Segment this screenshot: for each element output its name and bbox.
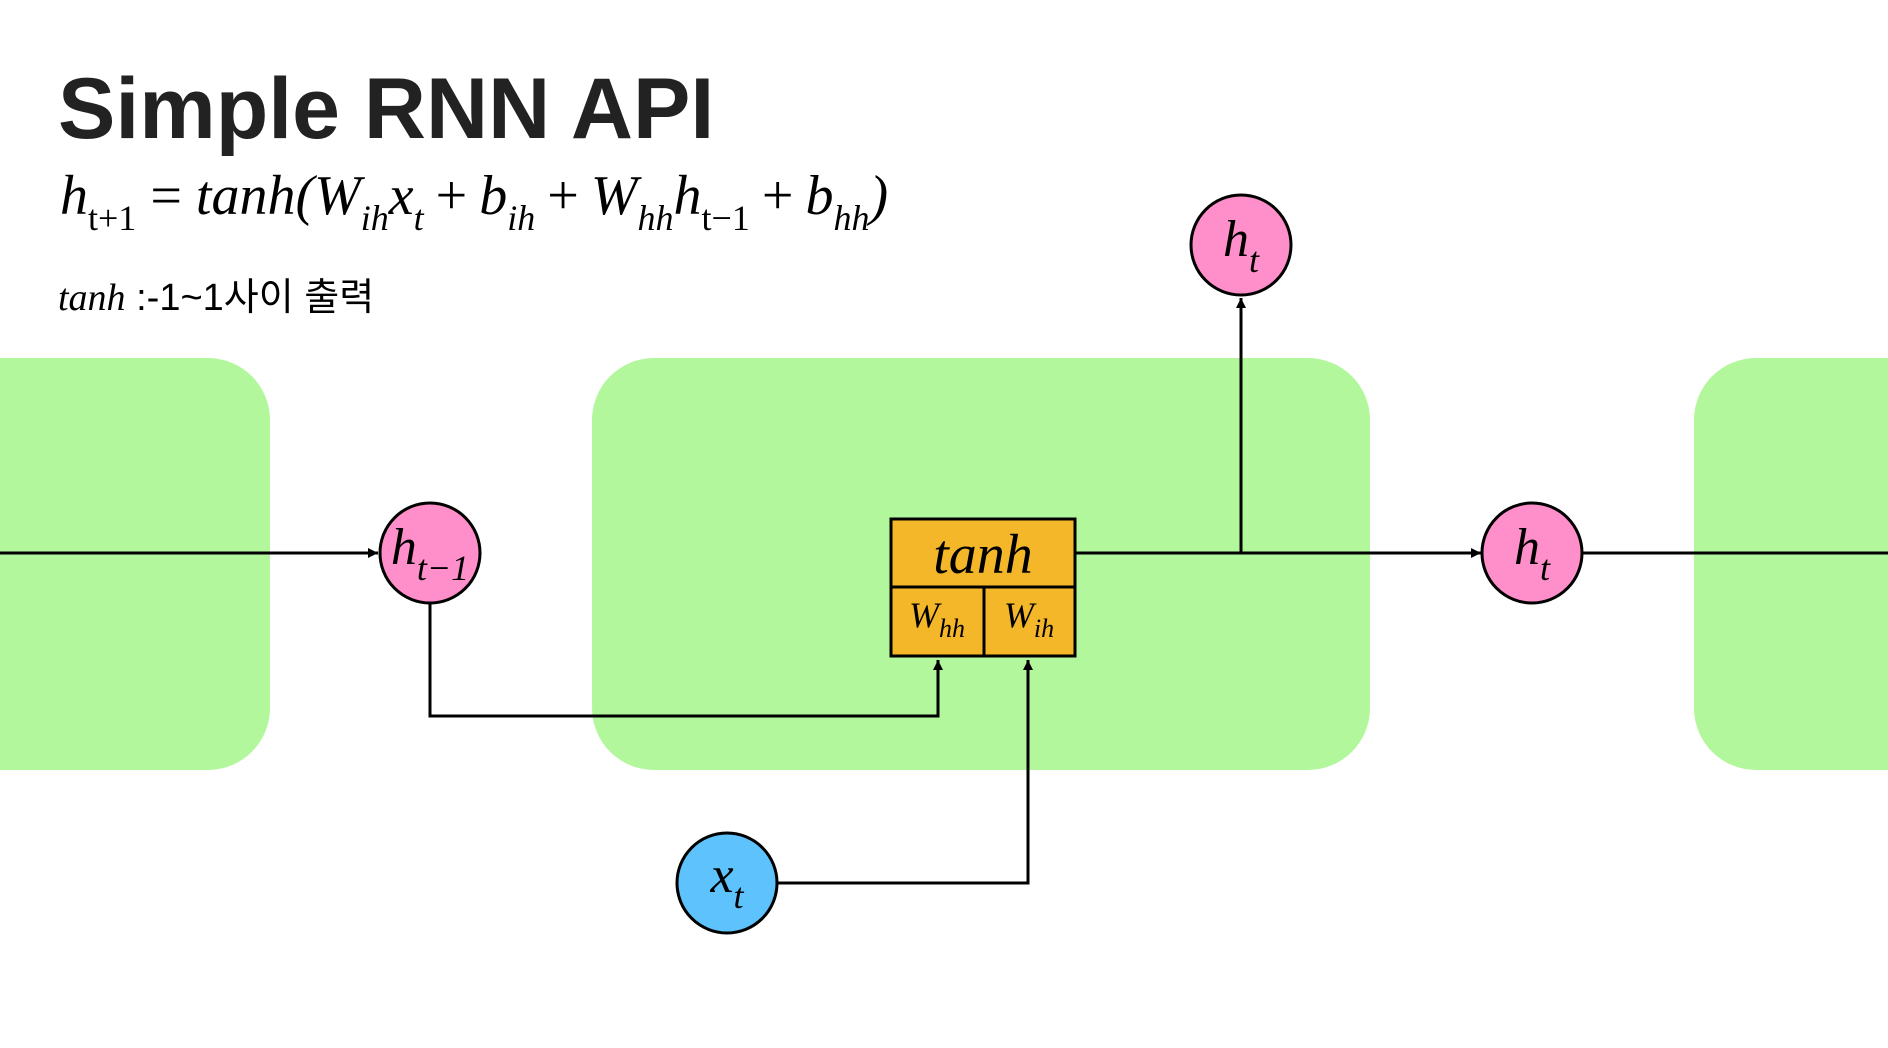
x-input-circle — [675, 831, 779, 935]
eq-w-hh: W — [591, 165, 642, 227]
h-prev-sub: t−1 — [417, 548, 469, 588]
tanh-note: tanh :-1~1사이 출력 — [58, 277, 374, 319]
h-out-top-label: ht — [1223, 211, 1260, 280]
w-ih-label: Wih — [1004, 595, 1054, 643]
h-prev-node: ht−1 — [378, 501, 482, 605]
h-out-right-node: ht — [1480, 501, 1584, 605]
eq-b-hh-sub: hh — [833, 198, 869, 238]
eq-b-hh: b — [805, 165, 833, 227]
w-hh-main: W — [909, 595, 942, 635]
eq-w-ih: W — [314, 165, 365, 227]
h-out-right-sub: t — [1540, 548, 1551, 588]
eq-x: x — [388, 165, 414, 227]
tanh-block-header — [889, 517, 1077, 589]
eq-w-hh-sub: hh — [638, 198, 674, 238]
eq-b-ih: b — [479, 165, 507, 227]
eq-b-ih-sub: ih — [507, 198, 535, 238]
eq-lhs-sub: t+1 — [88, 198, 136, 238]
eq-x-sub: t — [414, 198, 425, 238]
h-prev-circle — [378, 501, 482, 605]
h-out-top-circle — [1189, 193, 1293, 297]
x-input-label: xt — [709, 847, 744, 916]
h-out-right-main: h — [1514, 519, 1540, 576]
w-ih-sub: ih — [1034, 614, 1054, 643]
eq-close: ) — [866, 165, 888, 227]
eq-w-ih-sub: ih — [361, 198, 389, 238]
h-prev-to-w-hh-connector — [428, 603, 943, 718]
eq-equals: = — [150, 165, 182, 227]
x-input-node: xt — [675, 831, 779, 935]
tanh-note-text: :-1~1사이 출력 — [126, 277, 375, 319]
x-input-main: x — [709, 847, 733, 904]
w-ih-cell — [982, 585, 1077, 658]
h-out-top-main: h — [1223, 211, 1249, 268]
w-ih-main: W — [1004, 595, 1037, 635]
h-out-right-label: ht — [1514, 519, 1551, 588]
h-out-right-circle — [1480, 501, 1584, 605]
h-prev-label: ht−1 — [391, 519, 469, 588]
tanh-block: tanh Whh Wih — [889, 517, 1077, 658]
eq-plus-3: + — [762, 165, 794, 227]
rnn-cell-next — [1694, 358, 1888, 770]
w-hh-cell — [889, 585, 986, 658]
equation: ht+1=tanh(Wihxt+bih+Whhht−1+bhh) — [60, 165, 888, 238]
eq-lhs: h — [60, 165, 88, 227]
w-hh-label: Whh — [909, 595, 965, 643]
eq-plus-1: + — [436, 165, 468, 227]
w-hh-sub: hh — [939, 614, 965, 643]
eq-h-prev-sub: t−1 — [702, 198, 750, 238]
rnn-cell-previous — [0, 358, 270, 770]
eq-h-prev: h — [674, 165, 702, 227]
x-input-sub: t — [734, 876, 745, 916]
tanh-note-term: tanh — [58, 277, 126, 319]
x-to-w-ih-connector — [778, 660, 1033, 885]
eq-plus-2: + — [547, 165, 579, 227]
eq-fn: tanh( — [196, 165, 318, 227]
h-out-top-node: ht — [1189, 193, 1293, 297]
page-title: Simple RNN API — [58, 61, 714, 157]
h-prev-main: h — [391, 519, 417, 576]
tanh-label: tanh — [933, 524, 1033, 586]
h-out-top-sub: t — [1249, 240, 1260, 280]
